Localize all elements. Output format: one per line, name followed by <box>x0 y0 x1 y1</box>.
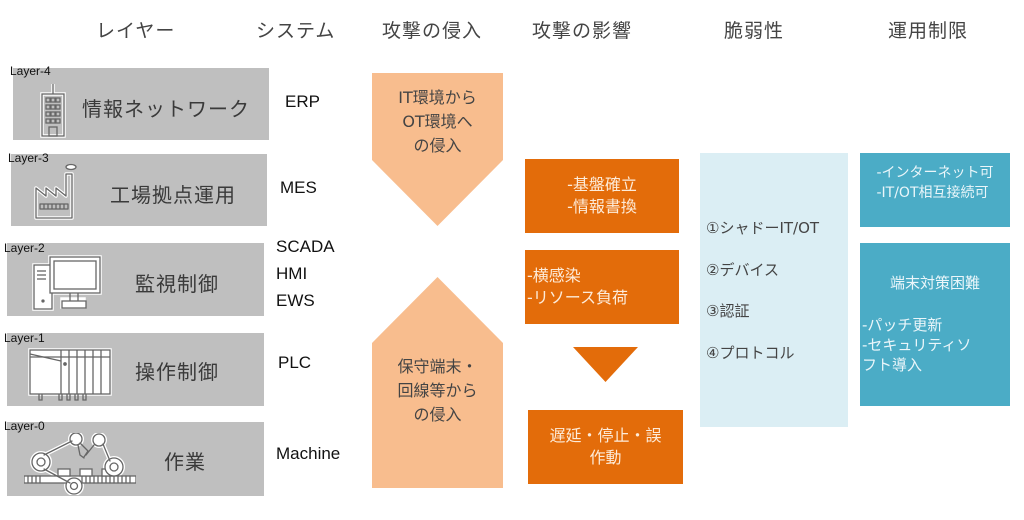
desktop-computer-icon <box>32 255 102 311</box>
intrusion-from-it-text: IT環境から OT環境へ の侵入 <box>372 86 503 158</box>
impact-box-lateral: -横感染 -リソース負荷 <box>525 250 679 324</box>
layer-0-name: 作業 <box>164 450 206 474</box>
system-label: HMI <box>276 264 308 283</box>
text-line: 回線等から <box>397 381 478 400</box>
text-line: -IT/OT相互接続可 <box>876 185 989 201</box>
vulnerability-item: ①シャドーIT/OT <box>706 219 820 237</box>
text-line: -情報書換 <box>567 197 637 216</box>
layer-3-systems: MES <box>280 174 317 201</box>
system-label: MES <box>280 178 317 197</box>
system-label: ERP <box>285 92 320 111</box>
intrusion-from-maintenance-text: 保守端末・ 回線等から の侵入 <box>372 355 503 427</box>
system-label: Machine <box>276 444 341 463</box>
header-layer: レイヤー <box>96 20 176 42</box>
header-vulnerability: 脆弱性 <box>724 20 785 42</box>
text-line: -セキュリティソ <box>862 336 972 354</box>
impact-down-triangle-icon <box>573 347 638 382</box>
layer-3-tag: Layer-3 <box>8 151 49 165</box>
text-line: フト導入 <box>862 356 923 374</box>
system-label: EWS <box>276 291 315 310</box>
impact-box-foothold: -基盤確立 -情報書換 <box>525 159 679 233</box>
text-line: -リソース負荷 <box>527 288 628 307</box>
text-line: OT環境へ <box>402 112 473 131</box>
text-line: -パッチ更新 <box>862 316 943 334</box>
layer-2-systems: SCADA HMI EWS <box>276 233 335 314</box>
layer-4-name: 情報ネットワーク <box>82 97 250 121</box>
layer-0-tag: Layer-0 <box>4 419 45 433</box>
header-constraints: 運用制限 <box>888 20 969 42</box>
plc-rack-icon <box>28 348 112 401</box>
layer-4-tag: Layer-4 <box>10 64 51 78</box>
constraint-endpoint-title: 端末対策困難 <box>889 274 980 292</box>
layer-0-systems: Machine <box>276 440 340 467</box>
impact-box-disruption: 遅延・停止・誤 作動 <box>528 410 683 484</box>
intrusion-down-arrow <box>372 73 503 226</box>
header-system: システム <box>256 20 336 42</box>
text-line: 保守端末・ <box>397 357 478 376</box>
text-line: -インターネット可 <box>876 165 994 181</box>
text-line: 遅延・停止・誤 <box>549 426 662 445</box>
text-line: の侵入 <box>413 136 462 155</box>
system-label: SCADA <box>276 237 335 256</box>
constraint-box-endpoint: 端末対策困難 -パッチ更新 -セキュリティソ フト導入 <box>860 243 1010 406</box>
header-intrusion: 攻撃の侵入 <box>382 20 483 42</box>
layer-4-systems: ERP <box>285 88 320 115</box>
layer-2-tag: Layer-2 <box>4 241 45 255</box>
layer-4-box <box>13 68 269 140</box>
text-line: -基盤確立 <box>567 175 637 194</box>
office-building-icon <box>40 84 66 138</box>
factory-icon <box>34 163 77 220</box>
layer-1-tag: Layer-1 <box>4 331 45 345</box>
vulnerability-item: ②デバイス <box>706 261 779 279</box>
system-label: PLC <box>278 353 312 372</box>
layer-3-name: 工場拠点運用 <box>110 183 236 207</box>
layer-3-box <box>11 154 267 226</box>
intrusion-up-arrow <box>372 277 503 488</box>
header-impact: 攻撃の影響 <box>532 20 633 42</box>
layer-1-name: 操作制御 <box>135 360 219 384</box>
robot-arm-icon <box>24 433 136 495</box>
constraint-box-connectivity: -インターネット可 -IT/OT相互接続可 <box>860 153 1010 227</box>
vulnerability-box: ①シャドーIT/OT ②デバイス ③認証 ④プロトコル <box>700 153 848 427</box>
vulnerability-item: ④プロトコル <box>706 344 795 362</box>
text-line: の侵入 <box>413 405 462 424</box>
text-line: IT環境から <box>398 88 477 107</box>
layer-2-name: 監視制御 <box>135 272 219 296</box>
text-line: 作動 <box>589 448 622 467</box>
vulnerability-item: ③認証 <box>706 302 750 320</box>
text-line: -横感染 <box>527 266 581 285</box>
layer-1-systems: PLC <box>278 349 311 376</box>
